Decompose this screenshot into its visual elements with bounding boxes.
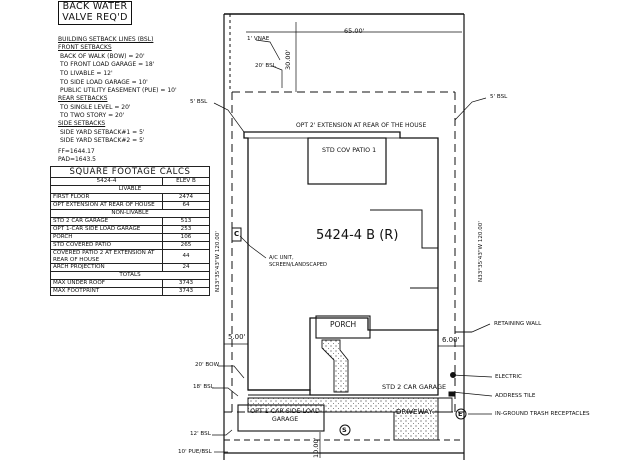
side-setbacks-title: SIDE SETBACKS — [58, 120, 106, 127]
dim-left-side-label: 5.00' — [228, 333, 246, 341]
leader-18-bsl — [212, 387, 239, 397]
leader-rear-bsl — [271, 65, 283, 88]
leader-right-bsl — [454, 97, 487, 121]
ac-symbol: C — [234, 230, 240, 238]
opt-extension-label: OPT 2' EXTENSION AT REAR OF THE HOUSE — [296, 122, 427, 129]
leader-retaining-wall — [471, 323, 491, 333]
front-setback-item: PUBLIC UTILITY EASEMENT (PUE) = 10' — [60, 87, 177, 94]
setback-title: BUILDING SETBACK LINES (BSL) — [58, 36, 154, 43]
row-value: 3743 — [162, 287, 210, 296]
interior-wall — [370, 209, 438, 249]
rear-setback-item: TO SINGLE LEVEL = 20' — [60, 104, 131, 111]
finished-floor: FF=1644.17 — [58, 148, 95, 155]
pad-elevation: PAD=1643.5 — [58, 156, 96, 163]
trash-receptacles-callout: IN-GROUND TRASH RECEPTACLES — [495, 411, 590, 417]
square-footage-table: SQUARE FOOTAGE CALCS 5424-4 ELEV B LIVAB… — [50, 166, 210, 296]
electric-callout: ELECTRIC — [495, 374, 522, 380]
leader-address-tile — [451, 391, 493, 397]
backwater-line-2: VALVE REQ'D — [62, 11, 128, 23]
dim-lot-width-label: 65.00' — [344, 27, 365, 35]
covered-patio — [307, 137, 387, 185]
address-tile-mark — [448, 391, 455, 397]
trash-symbol: E — [458, 410, 463, 418]
rear-setbacks-title: REAR SETBACKS — [58, 95, 108, 102]
left-bsl-callout: 5' BSL — [190, 99, 208, 105]
walkway — [321, 339, 349, 393]
retaining-wall-callout: RETAINING WALL — [494, 321, 542, 327]
side-setback-item: SIDE YARD SETBACK#2 = 5' — [60, 137, 145, 144]
leader-left-bsl — [213, 102, 245, 133]
leader-ac — [239, 235, 267, 259]
sewer-symbol: S — [342, 426, 347, 434]
front-setbacks-title: FRONT SETBACKS — [58, 44, 112, 51]
side-setback-item: SIDE YARD SETBACK#1 = 5' — [60, 129, 145, 136]
ac-unit-box — [231, 227, 242, 242]
porch-label: PORCH — [330, 320, 357, 329]
dim-rear-setback-label: 30.00' — [284, 49, 292, 70]
leader-12-bsl — [212, 429, 233, 436]
ac-unit-label: A/C UNIT, SCREEN/LANDSCAPED — [269, 255, 327, 268]
rear-bsl-callout: 20' BSL — [255, 63, 276, 69]
bow-callout: 20' BOW — [195, 362, 220, 368]
vnae-callout: 1' VNAE — [247, 36, 270, 42]
driveway-flare — [438, 397, 453, 413]
house-label: 5424-4 B (R) — [316, 228, 399, 243]
front-setback-item: TO SIDE LOAD GARAGE = 10' — [60, 79, 148, 86]
right-bearing-label: N33°35'43"W 120.00' — [478, 221, 484, 282]
table-row: MAX FOOTPRINT 3743 — [50, 287, 210, 296]
rear-setback-item: TO TWO STORY = 20' — [60, 112, 125, 119]
dim-right-side-label: 6.00' — [442, 336, 460, 344]
sewer-circle — [339, 424, 351, 436]
porch — [315, 315, 371, 339]
front-setback-item: BACK OF WALK (BOW) = 20' — [60, 53, 145, 60]
front-bsl-12-callout: 12' BSL — [190, 431, 211, 437]
front-setback-item: TO FRONT LOAD GARAGE = 18' — [60, 61, 155, 68]
electric-dot — [450, 372, 456, 378]
driveway-label: DRIVEWAY — [396, 408, 433, 416]
front-setback-item: TO LIVABLE = 12' — [60, 70, 113, 77]
front-bsl-18-callout: 18' BSL — [193, 384, 214, 390]
leader-vnae — [255, 39, 281, 61]
left-bearing-label: N33°35'43"W 120.00' — [215, 231, 221, 292]
garage-label: STD 2 CAR GARAGE — [382, 383, 447, 391]
backwater-valve-note: BACK WATER VALVE REQ'D — [58, 1, 132, 25]
right-bsl-callout: 5' BSL — [490, 94, 508, 100]
backwater-line-1: BACK WATER — [62, 1, 128, 12]
dim-front-label: 10.00' — [312, 437, 320, 458]
pue-bsl-callout: 10' PUE/BSL — [178, 449, 212, 455]
leader-bow — [218, 365, 245, 379]
address-tile-callout: ADDRESS TILE — [495, 393, 536, 399]
patio-label: STD COV PATIO 1 — [322, 147, 377, 154]
leader-electric — [451, 374, 493, 378]
opt-garage-label: OPT 1 CAR SIDE LOAD GARAGE — [250, 408, 320, 423]
trash-circle — [455, 408, 467, 420]
